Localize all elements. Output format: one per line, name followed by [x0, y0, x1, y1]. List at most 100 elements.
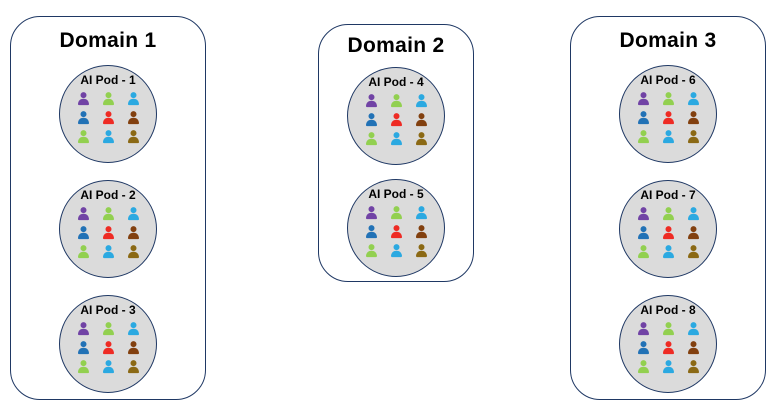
person-icon [637, 130, 649, 144]
pod-members [636, 322, 701, 374]
person-icon [390, 94, 402, 108]
person-icon [102, 207, 114, 221]
person-icon [637, 111, 649, 125]
person-icon [102, 341, 114, 355]
domain-box-1: Domain 1 AI Pod - 1 AI Pod - 2 AI Pod - 3 [10, 16, 206, 400]
person-icon [77, 111, 89, 125]
person-icon [415, 132, 427, 146]
pod-label: AI Pod - 4 [368, 75, 424, 89]
person-icon [687, 207, 699, 221]
person-icon [127, 245, 139, 259]
person-icon [365, 132, 377, 146]
person-icon [637, 92, 649, 106]
pod-members [76, 92, 141, 144]
domain-title: Domain 3 [619, 29, 717, 52]
person-icon [662, 111, 674, 125]
pod-members [76, 322, 141, 374]
person-icon [662, 245, 674, 259]
person-icon [127, 111, 139, 125]
person-icon [390, 244, 402, 258]
person-icon [687, 226, 699, 240]
person-icon [390, 132, 402, 146]
domain-title: Domain 2 [347, 34, 445, 57]
person-icon [662, 341, 674, 355]
person-icon [637, 322, 649, 336]
person-icon [77, 245, 89, 259]
person-icon [102, 130, 114, 144]
person-icon [415, 206, 427, 220]
person-icon [77, 207, 89, 221]
person-icon [102, 226, 114, 240]
person-icon [662, 226, 674, 240]
pod-label: AI Pod - 7 [640, 188, 696, 202]
person-icon [687, 130, 699, 144]
person-icon [365, 206, 377, 220]
ai-pod-circle: AI Pod - 4 [347, 67, 445, 165]
person-icon [102, 245, 114, 259]
ai-pod-circle: AI Pod - 7 [619, 180, 717, 278]
person-icon [687, 111, 699, 125]
person-icon [102, 360, 114, 374]
person-icon [662, 207, 674, 221]
person-icon [390, 113, 402, 127]
pod-members [364, 206, 429, 258]
person-icon [637, 341, 649, 355]
person-icon [415, 225, 427, 239]
pod-label: AI Pod - 6 [640, 73, 696, 87]
person-icon [77, 130, 89, 144]
pod-label: AI Pod - 8 [640, 303, 696, 317]
person-icon [127, 341, 139, 355]
person-icon [77, 341, 89, 355]
person-icon [365, 244, 377, 258]
ai-pod-circle: AI Pod - 2 [59, 180, 157, 278]
pod-list: AI Pod - 4 AI Pod - 5 [347, 67, 445, 277]
person-icon [390, 225, 402, 239]
domain-box-3: Domain 3 AI Pod - 6 AI Pod - 7 AI Pod - 8 [570, 16, 766, 400]
person-icon [390, 206, 402, 220]
person-icon [102, 111, 114, 125]
person-icon [662, 92, 674, 106]
pod-label: AI Pod - 2 [80, 188, 136, 202]
ai-pod-circle: AI Pod - 8 [619, 295, 717, 393]
person-icon [687, 92, 699, 106]
person-icon [102, 322, 114, 336]
domain-title: Domain 1 [59, 29, 157, 52]
person-icon [662, 322, 674, 336]
person-icon [637, 360, 649, 374]
ai-pod-circle: AI Pod - 3 [59, 295, 157, 393]
person-icon [127, 92, 139, 106]
pod-members [636, 92, 701, 144]
pod-label: AI Pod - 3 [80, 303, 136, 317]
pod-label: AI Pod - 5 [368, 187, 424, 201]
person-icon [662, 130, 674, 144]
person-icon [687, 322, 699, 336]
person-icon [637, 226, 649, 240]
person-icon [637, 207, 649, 221]
person-icon [365, 94, 377, 108]
pod-list: AI Pod - 6 AI Pod - 7 AI Pod - 8 [619, 65, 717, 393]
person-icon [127, 322, 139, 336]
ai-pod-circle: AI Pod - 1 [59, 65, 157, 163]
person-icon [687, 360, 699, 374]
pod-list: AI Pod - 1 AI Pod - 2 AI Pod - 3 [59, 65, 157, 393]
person-icon [637, 245, 649, 259]
person-icon [415, 113, 427, 127]
person-icon [415, 244, 427, 258]
ai-pod-circle: AI Pod - 5 [347, 179, 445, 277]
person-icon [127, 226, 139, 240]
pod-members [364, 94, 429, 146]
person-icon [102, 92, 114, 106]
person-icon [127, 207, 139, 221]
pod-members [76, 207, 141, 259]
pod-members [636, 207, 701, 259]
person-icon [127, 360, 139, 374]
person-icon [662, 360, 674, 374]
person-icon [77, 322, 89, 336]
person-icon [77, 92, 89, 106]
person-icon [365, 225, 377, 239]
pod-label: AI Pod - 1 [80, 73, 136, 87]
domain-box-2: Domain 2 AI Pod - 4 AI Pod - 5 [318, 24, 474, 282]
person-icon [365, 113, 377, 127]
person-icon [77, 226, 89, 240]
